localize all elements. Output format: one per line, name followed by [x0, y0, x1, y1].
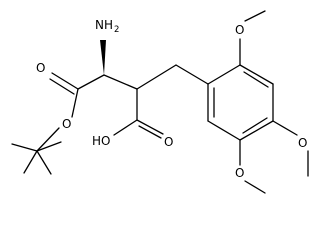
- bond: [244, 180, 266, 194]
- double-bond: [49, 78, 75, 95]
- bond: [272, 120, 298, 136]
- ester-group: [49, 72, 105, 118]
- double-bond: [136, 119, 164, 135]
- carbonyl-oxygen-label: O: [36, 61, 45, 75]
- wedge-bond: [100, 40, 106, 75]
- bond: [103, 74, 138, 90]
- atom-label-nh2: NH 2: [95, 18, 119, 35]
- acid-carbonyl-oxygen-label: O: [164, 135, 173, 149]
- hydroxyl-label: HO: [92, 134, 110, 148]
- bond: [36, 141, 62, 152]
- bond: [77, 74, 105, 90]
- bond: [36, 127, 60, 152]
- bond: [11, 143, 38, 152]
- bond: [239, 120, 274, 141]
- bond: [207, 64, 241, 85]
- chemical-structure-diagram: NH 2 O O HO O O O O: [11, 10, 309, 194]
- alpha-carbon: [100, 40, 138, 90]
- methoxy-oxygen-bottom-label: O: [235, 166, 244, 180]
- bond: [239, 64, 274, 85]
- amine-label: NH: [95, 18, 113, 32]
- tert-butyl-group: [11, 127, 62, 175]
- amine-subscript: 2: [114, 25, 119, 35]
- bond: [23, 150, 38, 174]
- carboxylic-acid-group: [113, 88, 164, 139]
- bond: [244, 10, 266, 22]
- aromatic-inner-bond: [243, 71, 269, 88]
- ester-oxygen-label: O: [62, 117, 71, 131]
- benzene-ring: [207, 64, 274, 141]
- double-bond: [51, 72, 79, 90]
- aromatic-inner-bond: [242, 117, 268, 134]
- methoxy-oxygen-top-label: O: [235, 23, 244, 37]
- bond: [175, 64, 209, 85]
- bond: [207, 120, 241, 141]
- methoxy-bottom: [239, 139, 266, 194]
- bond: [113, 119, 138, 136]
- double-bond: [138, 125, 162, 139]
- methoxy-right: [272, 120, 309, 177]
- methoxy-oxygen-right-label: O: [298, 136, 307, 150]
- bond: [71, 88, 79, 118]
- methoxy-top: [239, 10, 266, 66]
- bond: [36, 150, 52, 175]
- bond: [136, 64, 177, 90]
